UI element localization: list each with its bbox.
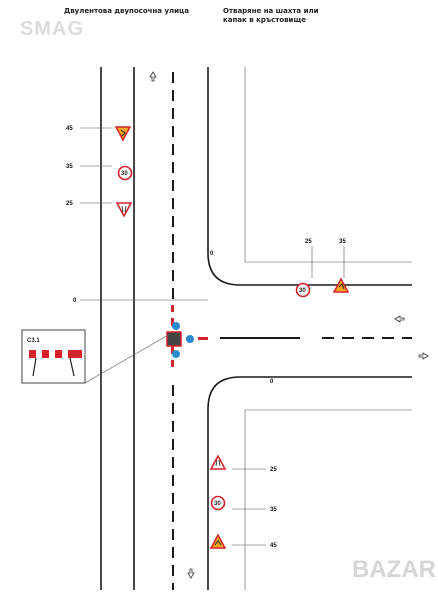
watermark-smag: SMAG [20, 18, 84, 40]
speed-limit-sign-bottom-right-icon: 30 [210, 495, 226, 511]
direction-arrows [149, 71, 429, 579]
distance-0-bottom-right: 0 [270, 379, 274, 385]
distance-45-bottom-right: 45 [270, 543, 277, 549]
arrow-right-icon [418, 352, 429, 360]
barrier-board-icon [29, 350, 82, 358]
barrier-label: C3.1 [27, 338, 40, 344]
distance-35-bottom-right: 35 [270, 507, 277, 513]
distance-35-top-right: 35 [339, 239, 346, 245]
speed-limit-sign-top-right-icon: 30 [295, 282, 311, 298]
road-narrows-sign-bottom-right-icon [209, 454, 227, 470]
roadworks-sign-bottom-right-icon [209, 533, 227, 549]
road-edges [100, 67, 412, 590]
distance-0-top-right: 0 [210, 251, 214, 257]
bottom-right-leaders [232, 468, 266, 546]
distance-25-top-right: 25 [305, 239, 312, 245]
top-right-curb [207, 67, 412, 286]
arrow-up-icon [187, 568, 195, 579]
arrow-down-icon [149, 71, 157, 82]
speed-limit-sign-left-icon: 30 [117, 165, 133, 181]
bottom-right-curb [207, 376, 412, 590]
distance-0-left: 0 [73, 298, 77, 304]
inset-pointer-line [84, 333, 171, 384]
right-title: Отваряне на шахта или капак в кръстовище [223, 7, 319, 24]
manhole-icon [166, 331, 182, 347]
zone-lines [244, 67, 412, 590]
distance-25-bottom-right: 25 [270, 467, 277, 473]
speed-limit-bottom-right-value: 30 [214, 501, 221, 507]
arrow-left-icon [394, 315, 405, 323]
distance-25-left: 25 [66, 201, 73, 207]
roadworks-sign-top-right-icon [332, 277, 350, 293]
road-narrows-sign-left-icon [115, 202, 133, 218]
barrier-sign-inset: C3.1 [21, 329, 86, 384]
speed-limit-top-right-value: 30 [299, 288, 306, 294]
keep-right-sign-icon [172, 322, 180, 330]
speed-limit-left-value: 30 [121, 171, 128, 177]
left-distance-leaders [80, 127, 208, 301]
left-title: Двулентова двупосочна улица [64, 7, 189, 15]
top-right-leaders [311, 246, 345, 278]
watermark-bazar: BAZAR [352, 556, 436, 583]
roadworks-warning-sign-icon [114, 126, 132, 142]
work-zone-barriers [166, 305, 208, 367]
distance-35-left: 35 [66, 164, 73, 170]
distance-45-left: 45 [66, 126, 73, 132]
